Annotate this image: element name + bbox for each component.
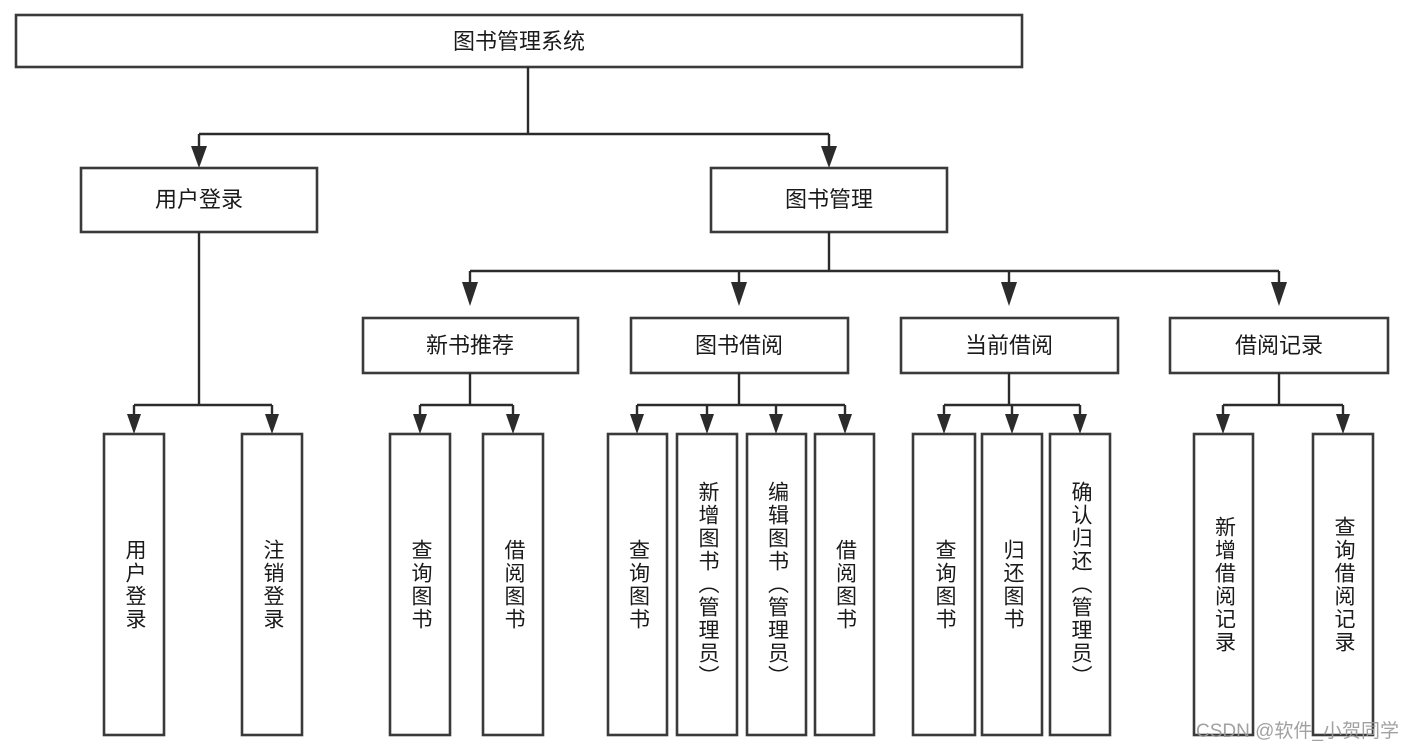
arrow-head-leaf-user-login [127, 414, 141, 434]
node-book-management[interactable]: 图书管理 [709, 166, 949, 234]
arrow-head-leaf-add-record [1216, 414, 1230, 434]
node-leaf-borrow-book-1-rect[interactable] [481, 432, 545, 737]
connector-user-login-to-leaves [127, 232, 279, 434]
node-current-borrow[interactable]: 当前借阅 [899, 316, 1120, 375]
node-leaf-confirm-return-rect[interactable] [1048, 432, 1112, 737]
arrow-head-borrow-record [1271, 282, 1287, 306]
connector-borrow-record-to-leaves [1216, 373, 1350, 434]
node-leaf-edit-book-rect[interactable] [745, 432, 808, 737]
connector-book-management-to-level3 [462, 232, 1287, 306]
node-leaf-query-book-1-rect[interactable] [388, 432, 452, 737]
node-borrow-record-label: 借阅记录 [1235, 333, 1323, 358]
node-root[interactable]: 图书管理系统 [14, 13, 1024, 69]
node-user-login[interactable]: 用户登录 [79, 166, 319, 234]
arrow-head-leaf-add-book [700, 414, 714, 434]
node-leaf-query-book-3-rect[interactable] [911, 432, 977, 737]
node-leaf-return-book-rect[interactable] [980, 432, 1044, 737]
arrow-head-leaf-borrow-book-1 [506, 414, 520, 434]
arrow-head-new-book-recommend [462, 282, 478, 306]
node-user-login-label: 用户登录 [155, 187, 243, 212]
node-leaf-query-book-2-rect[interactable] [606, 432, 669, 737]
arrow-head-current-borrow [1001, 282, 1017, 306]
node-leaf-borrow-book-2-rect[interactable] [813, 432, 876, 737]
node-root-rect[interactable] [14, 13, 1024, 69]
node-leaf-add-book-rect[interactable] [675, 432, 739, 737]
arrow-head-user-login [191, 146, 207, 168]
node-new-book-recommend[interactable]: 新书推荐 [361, 316, 580, 375]
arrow-head-book-management [821, 146, 837, 168]
node-leaf-user-login-rect[interactable] [102, 432, 166, 737]
node-current-borrow-label: 当前借阅 [965, 333, 1053, 358]
node-book-borrow-label: 图书借阅 [695, 333, 783, 358]
node-new-book-recommend-label: 新书推荐 [426, 333, 514, 358]
arrow-head-leaf-query-book-3 [937, 414, 951, 434]
node-book-borrow[interactable]: 图书借阅 [629, 316, 850, 375]
node-leaf-query-record-rect[interactable] [1311, 432, 1375, 737]
node-root-label: 图书管理系统 [453, 29, 585, 54]
node-new-book-recommend-rect[interactable] [361, 316, 580, 375]
node-current-borrow-rect[interactable] [899, 316, 1120, 375]
arrow-head-leaf-query-record [1336, 414, 1350, 434]
arrow-head-leaf-query-book-2 [630, 414, 644, 434]
connector-root-to-level2 [191, 67, 837, 168]
arrow-head-leaf-query-book-1 [413, 414, 427, 434]
node-book-borrow-rect[interactable] [629, 316, 850, 375]
arrow-head-book-borrow [731, 282, 747, 306]
node-book-management-rect[interactable] [709, 166, 949, 234]
node-leaf-logout-rect[interactable] [240, 432, 304, 737]
node-borrow-record[interactable]: 借阅记录 [1168, 316, 1390, 375]
node-leaf-add-record-rect[interactable] [1192, 432, 1255, 737]
connector-book-borrow-to-leaves [630, 373, 852, 434]
arrow-head-leaf-return-book [1005, 414, 1019, 434]
watermark-text: CSDN @软件_小贺同学 [1196, 721, 1399, 742]
arrow-head-leaf-confirm-return [1073, 414, 1087, 434]
arrow-head-leaf-logout [265, 414, 279, 434]
node-book-management-label: 图书管理 [785, 187, 873, 212]
arrow-head-leaf-edit-book [769, 414, 783, 434]
arrow-head-leaf-borrow-book-2 [838, 414, 852, 434]
connector-new-book-recommend-to-leaves [413, 373, 520, 434]
connector-current-borrow-to-leaves [937, 373, 1087, 434]
node-borrow-record-rect[interactable] [1168, 316, 1390, 375]
